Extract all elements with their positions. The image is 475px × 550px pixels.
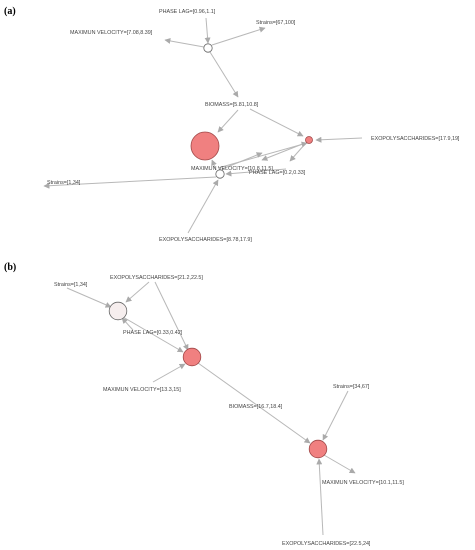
label-b-strains-2: Strains=[34,67] bbox=[333, 384, 370, 390]
edge-a-biomass-to-bignode bbox=[217, 109, 239, 133]
node-a-hub1 bbox=[203, 43, 213, 53]
label-a-strains-1: Strains=[67,100] bbox=[256, 20, 296, 26]
panel-a: (a) PHASE LAG=[0.96,1.1] Strain bbox=[4, 6, 460, 243]
edge-a-hub2-to-strains2 bbox=[43, 176, 217, 189]
label-b-phase-lag: PHASE LAG=[0.33,0.42] bbox=[123, 330, 183, 336]
edge-b-strains-to-pale bbox=[66, 287, 112, 308]
edge-a-hub2-to-smallred bbox=[217, 141, 308, 169]
edge-b-pale-to-red1 bbox=[122, 316, 184, 353]
edge-a-exopoly-to-smallred bbox=[315, 136, 363, 143]
label-a-exopolysaccharides-1: EXOPOLYSACCHARIDES=[17.9,19] bbox=[371, 136, 460, 142]
panel-b-label: (b) bbox=[4, 262, 16, 273]
edge-b-exopoly-to-pale bbox=[125, 281, 150, 303]
edge-a-phaselag-to-hub1 bbox=[204, 17, 211, 44]
edge-a-exopoly2-to-hub2 bbox=[187, 179, 219, 234]
edge-b-maxvel-to-red1 bbox=[152, 363, 186, 383]
edge-a-hub2-to-bignode bbox=[221, 152, 263, 170]
edge-b-exopoly-to-red1 bbox=[154, 281, 189, 351]
node-a-small-red bbox=[305, 136, 313, 144]
edge-a-phaselag2-to-hub2 bbox=[225, 168, 287, 177]
label-a-max-velocity-1: MAXIMUN VELOCITY=[7.08,8.39] bbox=[70, 30, 153, 36]
edge-a-hub1-to-biomass bbox=[209, 51, 239, 98]
edge-a-hub1-to-strains bbox=[211, 26, 266, 46]
node-b-red-1 bbox=[182, 347, 202, 367]
label-a-exopolysaccharides-2: EXOPOLYSACCHARIDES=[8.78,17.9] bbox=[159, 237, 252, 243]
label-b-max-velocity-1: MAXIMUN VELOCITY=[13.3,15] bbox=[103, 387, 181, 393]
label-b-exopolysaccharides-1: EXOPOLYSACCHARIDES=[21.2,22.5] bbox=[110, 275, 203, 281]
edge-b-strains2-to-red2 bbox=[322, 390, 349, 441]
label-b-biomass: BIOMASS=[16.7,18.4] bbox=[229, 404, 283, 410]
panel-b: (b) EXOPOLYSACCHARIDES=[21.2,22.5] Strai… bbox=[4, 262, 404, 547]
label-a-biomass: BIOMASS=[5.81,10.8] bbox=[205, 102, 259, 108]
node-a-big-red bbox=[190, 131, 220, 161]
label-a-strains-2: Strains=[1,34] bbox=[47, 180, 81, 186]
label-b-max-velocity-2: MAXIMUN VELOCITY=[10.1,11.5] bbox=[322, 480, 404, 486]
edge-a-hub2-to-bignode-b bbox=[211, 159, 217, 171]
panel-a-label: (a) bbox=[4, 6, 16, 17]
label-b-exopolysaccharides-2: EXOPOLYSACCHARIDES=[22.5,24] bbox=[282, 541, 371, 547]
edge-a-biomass-to-smallred bbox=[249, 108, 304, 137]
label-b-strains-1: Strains=[1,34] bbox=[54, 282, 88, 288]
edge-b-phaselag-to-pale bbox=[121, 317, 134, 331]
node-b-red-2 bbox=[308, 439, 328, 459]
label-a-phase-lag-2: PHASE LAG=[0.2,0.33] bbox=[249, 170, 306, 176]
edge-a-hub1-to-maxvel bbox=[164, 38, 205, 48]
edge-b-red2-to-maxvel2 bbox=[323, 454, 356, 474]
label-a-phase-lag-1: PHASE LAG=[0.96,1.1] bbox=[159, 9, 216, 15]
edge-b-red1-to-red2 bbox=[197, 362, 311, 444]
edge-b-exopoly2-to-red2 bbox=[316, 458, 324, 536]
node-b-pale bbox=[108, 301, 128, 321]
node-a-hub2 bbox=[215, 169, 225, 179]
label-a-max-velocity-2: MAXIMUN VELOCITY=[10.8,11.5] bbox=[191, 166, 273, 172]
edge-a-smallred-to-phaselag2 bbox=[289, 143, 306, 162]
